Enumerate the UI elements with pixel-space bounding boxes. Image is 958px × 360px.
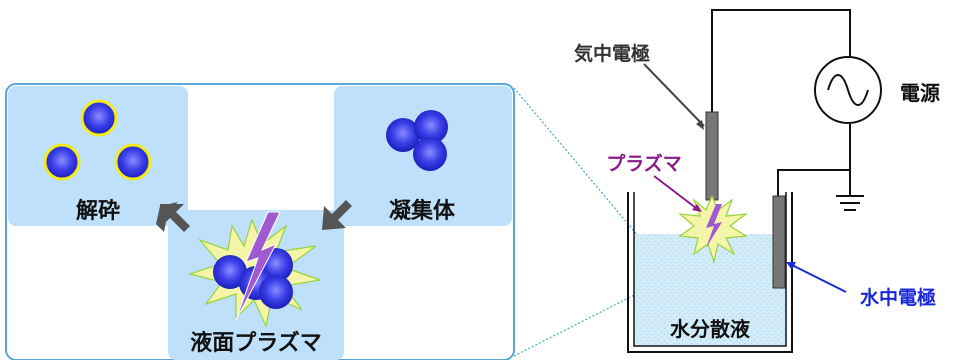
aggregate-cluster xyxy=(386,110,448,171)
gas-electrode-label: 気中電極 xyxy=(574,42,650,65)
crushed-label: 解砕 xyxy=(76,198,120,224)
power-supply-label: 電源 xyxy=(900,81,940,105)
crushed-particles xyxy=(43,99,152,181)
crushed-particle xyxy=(114,143,152,181)
crushed-block xyxy=(8,86,188,226)
plasma-pointer xyxy=(653,175,697,209)
plasma-label: プラズマ xyxy=(606,152,682,175)
beaker xyxy=(627,192,793,353)
liquid-plasma-label: 液面プラズマ xyxy=(190,330,322,356)
circuit-wires xyxy=(711,9,851,196)
aggregate-label: 凝集体 xyxy=(389,198,456,224)
lightning-bolt-icon xyxy=(235,211,281,321)
ac-source-icon xyxy=(814,56,882,124)
arrow-from-aggregate xyxy=(322,200,352,230)
connector-line-top xyxy=(513,87,661,263)
crushed-particle xyxy=(43,143,81,181)
dispersion-label: 水分散液 xyxy=(670,317,751,341)
arrow-to-crushed-head xyxy=(160,204,190,232)
water-electrode-label: 水中電極 xyxy=(860,286,936,309)
gas-electrode xyxy=(705,111,719,201)
water-electrode-pointer xyxy=(789,263,847,293)
ground-icon xyxy=(836,170,864,211)
gas-electrode-pointer xyxy=(643,63,705,127)
spark-burst-icon xyxy=(678,194,749,265)
water xyxy=(634,234,785,346)
crushed-particle xyxy=(80,99,118,137)
water-electrode xyxy=(772,195,786,289)
